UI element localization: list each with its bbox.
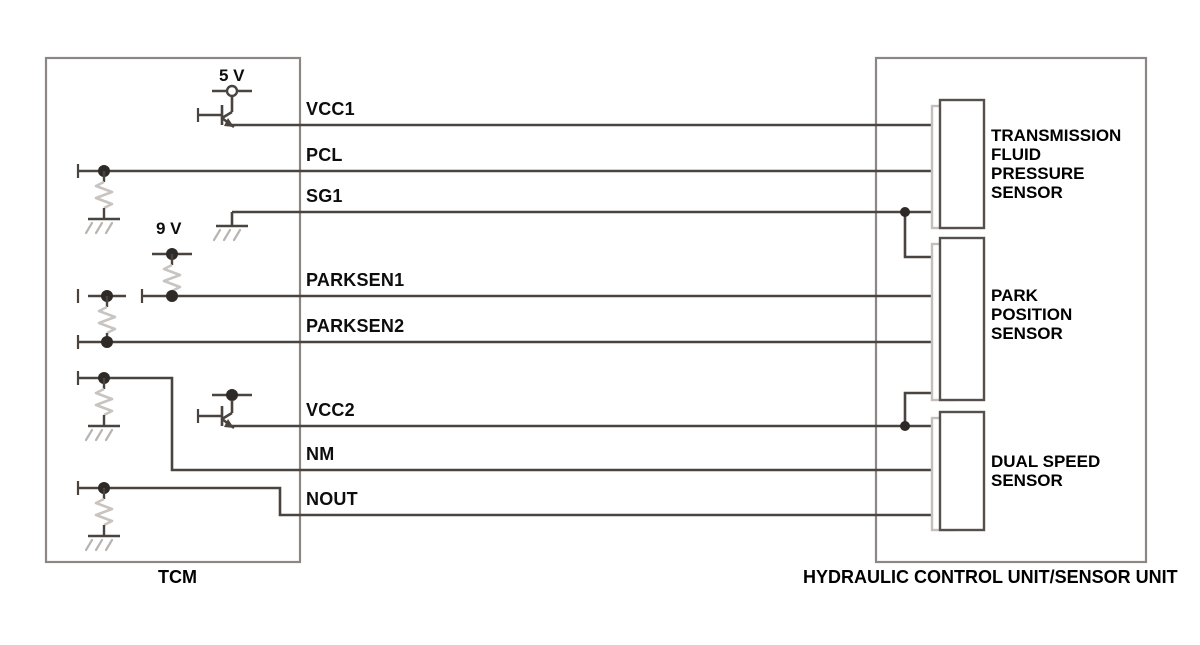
junction-dot-parksen1 [166, 290, 178, 302]
nm-ground-hatch [84, 428, 114, 442]
sensor-line: POSITION [991, 305, 1073, 324]
signal-label-parksen1: PARKSEN1 [306, 270, 405, 290]
signal-label-nm: NM [306, 444, 335, 464]
sensor-line: SENSOR [991, 471, 1063, 490]
sensor-line: PARK [991, 286, 1038, 305]
sensor-line: PRESSURE [991, 164, 1085, 183]
voltage-label-5v: 5 V [219, 66, 245, 85]
sensor-label-park-position-sensor: PARK POSITION SENSOR [991, 286, 1072, 343]
sensor-line: TRANSMISSION [991, 126, 1122, 145]
pcl-resistor [94, 180, 114, 210]
wire-nout [78, 486, 940, 517]
signal-label-sg1: SG1 [306, 186, 343, 206]
vcc1-supply-node [225, 84, 239, 98]
sensor-line: SENSOR [991, 324, 1063, 343]
nm-resistor [94, 387, 114, 417]
wire-nm [78, 376, 940, 472]
nout-resistor [94, 497, 114, 527]
tcm-enclosure [44, 56, 302, 564]
caption-tcm: TCM [158, 567, 197, 587]
vcc1-collector-slant [221, 110, 233, 120]
v9-resistor [162, 263, 182, 293]
vcc2-collector-slant [221, 411, 233, 421]
wire-sg1-branch-park [903, 212, 940, 259]
sensor-line: SENSOR [991, 183, 1063, 202]
sensor-label-dual-speed-sensor: DUAL SPEED SENSOR [991, 452, 1100, 490]
signal-label-vcc1: VCC1 [306, 99, 355, 119]
junction-dot-vcc2-dual-speed [900, 421, 910, 431]
pcl-ground-hatch [84, 221, 114, 235]
connector-dual-speed-sensor[interactable] [938, 410, 986, 532]
caption-hydraulic-control-unit: HYDRAULIC CONTROL UNIT/SENSOR UNIT [803, 567, 1178, 587]
voltage-label-9v: 9 V [156, 219, 182, 238]
connector-transmission-fluid-pressure-sensor[interactable] [938, 98, 986, 230]
connector-park-position-sensor[interactable] [938, 236, 986, 402]
sensor-label-transmission-fluid-pressure-sensor: TRANSMISSION FLUID PRESSURE SENSOR [991, 126, 1121, 202]
wire-vcc2-branch-park [903, 391, 940, 426]
vcc2-supply-node [226, 389, 238, 401]
signal-label-pcl: PCL [306, 145, 343, 165]
vcc1-emitter-arrow [224, 118, 234, 127]
parksen-resistor [97, 305, 117, 335]
hydraulic-control-unit-enclosure [874, 56, 1148, 564]
junction-dot-sg1-tfp [900, 207, 910, 217]
signal-label-nout: NOUT [306, 489, 358, 509]
signal-label-vcc2: VCC2 [306, 400, 355, 420]
sg1-ground-hatch [212, 228, 242, 242]
sensor-line: DUAL SPEED [991, 452, 1101, 471]
vcc2-emitter-arrow [224, 419, 234, 428]
sensor-line: FLUID [991, 145, 1042, 164]
signal-label-parksen2: PARKSEN2 [306, 316, 405, 336]
junction-dot-parksen2 [101, 336, 113, 348]
nout-ground-hatch [84, 538, 114, 552]
